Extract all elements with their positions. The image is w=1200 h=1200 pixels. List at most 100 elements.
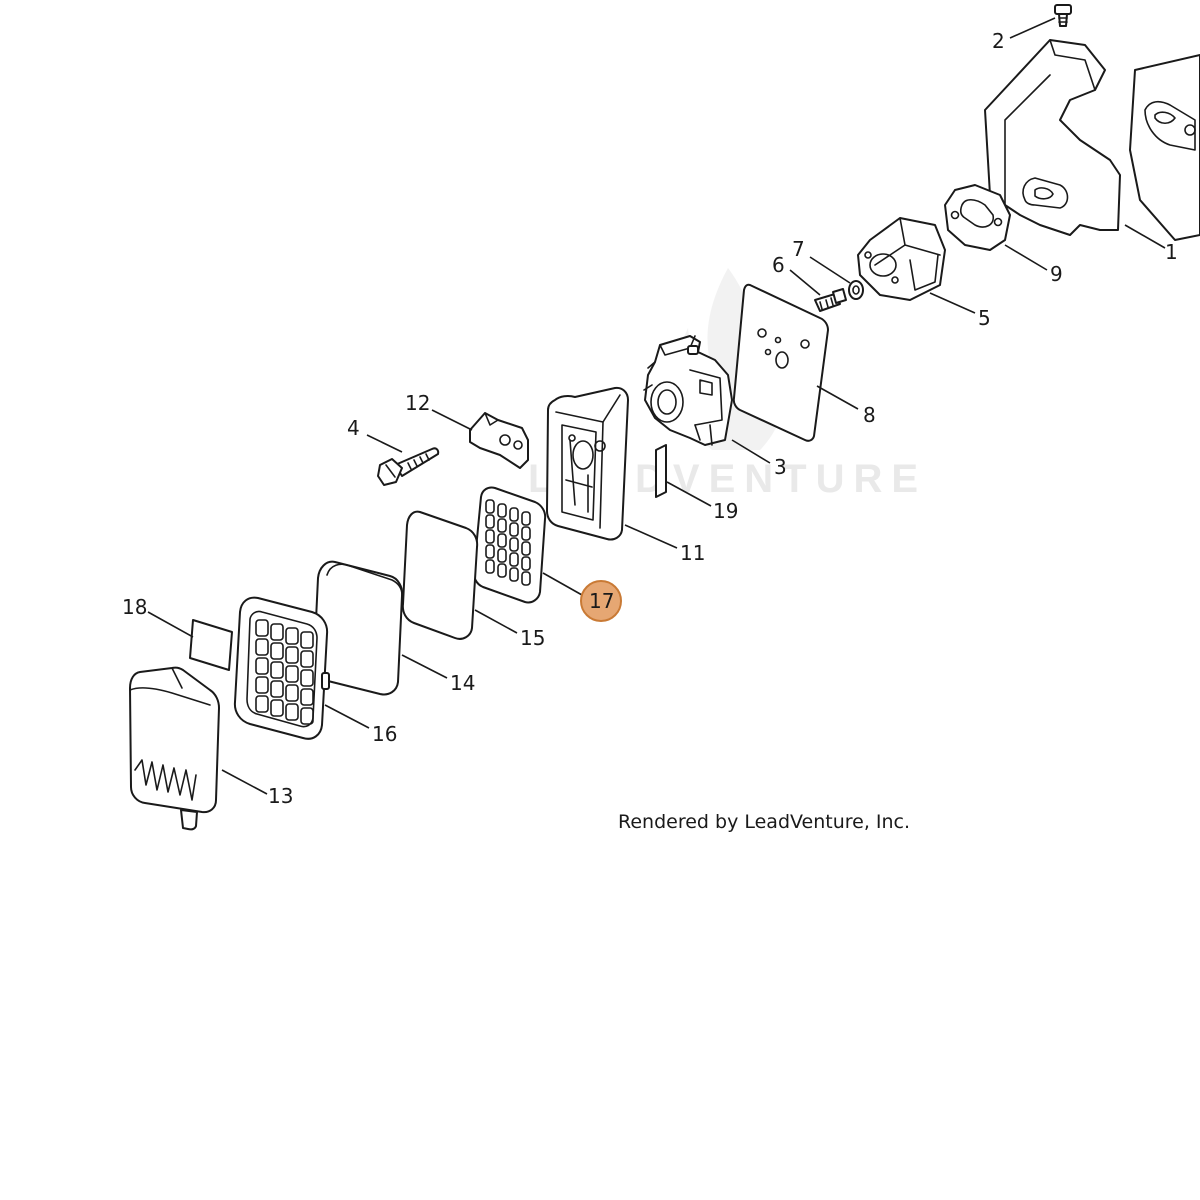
screen-17-cell xyxy=(497,533,507,548)
part-15-filter-sheet[interactable] xyxy=(401,510,479,640)
grill-16-cell xyxy=(285,646,299,664)
grill-16-cell xyxy=(270,661,284,679)
screen-17-cell xyxy=(485,514,495,529)
leader-5 xyxy=(929,292,976,314)
part-11-air-cleaner-base[interactable] xyxy=(546,386,629,541)
leader-13 xyxy=(221,769,268,795)
callout-4[interactable]: 4 xyxy=(347,416,360,440)
credit-text: Rendered by LeadVenture, Inc. xyxy=(618,811,910,833)
grill-16-cell xyxy=(285,627,299,645)
part-17-screen[interactable] xyxy=(472,486,547,604)
grill-16-cell xyxy=(300,688,314,706)
part-6-bolt[interactable] xyxy=(814,288,847,312)
callout-12[interactable]: 12 xyxy=(405,391,430,415)
leader-12 xyxy=(431,409,473,431)
leader-14 xyxy=(401,654,448,679)
part-3-carburetor[interactable] xyxy=(643,335,733,446)
callout-1[interactable]: 1 xyxy=(1165,240,1178,264)
grill-16-cell xyxy=(285,665,299,683)
part-7-washer[interactable] xyxy=(848,280,864,300)
screen-17-cell xyxy=(509,567,519,582)
screen-17-cell xyxy=(509,552,519,567)
callout-2[interactable]: 2 xyxy=(992,29,1005,53)
callout-18[interactable]: 18 xyxy=(122,595,147,619)
part-16-grill[interactable] xyxy=(233,596,330,740)
leader-7 xyxy=(809,256,851,284)
grill-16-cell xyxy=(300,669,314,687)
part-19-label[interactable] xyxy=(655,444,667,498)
part-9-gasket[interactable] xyxy=(944,184,1011,251)
callout-14[interactable]: 14 xyxy=(450,671,475,695)
screen-17-cell xyxy=(521,526,531,541)
callout-6[interactable]: 6 xyxy=(772,253,785,277)
screen-17-cell xyxy=(521,511,531,526)
screen-17-grid xyxy=(485,499,531,586)
grill-16-cell xyxy=(270,680,284,698)
screen-17-cell xyxy=(497,548,507,563)
grill-16-cell xyxy=(270,623,284,641)
screen-17-cell xyxy=(509,537,519,552)
grill-16-cell xyxy=(285,703,299,721)
grill-16-grid xyxy=(255,619,314,725)
screen-17-cell xyxy=(509,522,519,537)
part-4-bolt[interactable] xyxy=(377,447,440,486)
grill-16-cell xyxy=(255,638,269,656)
part-13-cover[interactable] xyxy=(129,666,220,831)
grill-16-cell xyxy=(300,650,314,668)
screen-17-cell xyxy=(521,571,531,586)
callout-13[interactable]: 13 xyxy=(268,784,293,808)
screen-17-cell xyxy=(497,518,507,533)
part-1-shroud[interactable] xyxy=(984,39,1200,241)
callout-3[interactable]: 3 xyxy=(774,455,787,479)
grill-16-cell xyxy=(255,619,269,637)
screen-17-cell xyxy=(509,507,519,522)
callout-15[interactable]: 15 xyxy=(520,626,545,650)
leader-18 xyxy=(147,611,194,638)
grill-16-cell xyxy=(300,707,314,725)
part-12-bracket[interactable] xyxy=(469,412,529,469)
leader-9 xyxy=(1004,244,1048,271)
leader-16 xyxy=(324,704,370,729)
callout-7[interactable]: 7 xyxy=(792,237,805,261)
leader-19 xyxy=(666,481,712,507)
part-8-gasket[interactable] xyxy=(732,283,829,442)
callout-17-highlight xyxy=(580,580,622,622)
leader-4 xyxy=(366,434,403,453)
leader-11 xyxy=(624,524,678,549)
grill-16-cell xyxy=(270,699,284,717)
leader-1 xyxy=(1124,224,1166,249)
callout-19[interactable]: 19 xyxy=(713,499,738,523)
screen-17-cell xyxy=(485,544,495,559)
screen-17-cell xyxy=(521,556,531,571)
callout-8[interactable]: 8 xyxy=(863,403,876,427)
part-5-insulator[interactable] xyxy=(857,217,946,301)
screen-17-cell xyxy=(521,541,531,556)
grill-16-cell xyxy=(300,631,314,649)
grill-16-cell xyxy=(270,642,284,660)
leader-2 xyxy=(1009,17,1056,39)
leader-3 xyxy=(731,439,771,464)
part-2-screw[interactable] xyxy=(1054,4,1072,27)
screen-17-cell xyxy=(485,559,495,574)
leader-17 xyxy=(542,572,583,596)
leader-15 xyxy=(474,609,518,634)
screen-17-cell xyxy=(485,499,495,514)
part-14-foam-element[interactable] xyxy=(312,560,404,696)
callout-11[interactable]: 11 xyxy=(680,541,705,565)
grill-16-cell xyxy=(255,657,269,675)
screen-17-cell xyxy=(485,529,495,544)
grill-16-cell xyxy=(255,676,269,694)
leader-8 xyxy=(816,385,859,410)
grill-16-cell xyxy=(285,684,299,702)
screen-17-cell xyxy=(497,503,507,518)
part-18-label[interactable] xyxy=(189,619,233,671)
callout-9[interactable]: 9 xyxy=(1050,262,1063,286)
leader-6 xyxy=(789,269,821,296)
callout-5[interactable]: 5 xyxy=(978,306,991,330)
grill-16-cell xyxy=(255,695,269,713)
callout-17[interactable]: 17 xyxy=(589,589,614,613)
callout-16[interactable]: 16 xyxy=(372,722,397,746)
screen-17-cell xyxy=(497,563,507,578)
leader-lines xyxy=(147,17,1166,795)
